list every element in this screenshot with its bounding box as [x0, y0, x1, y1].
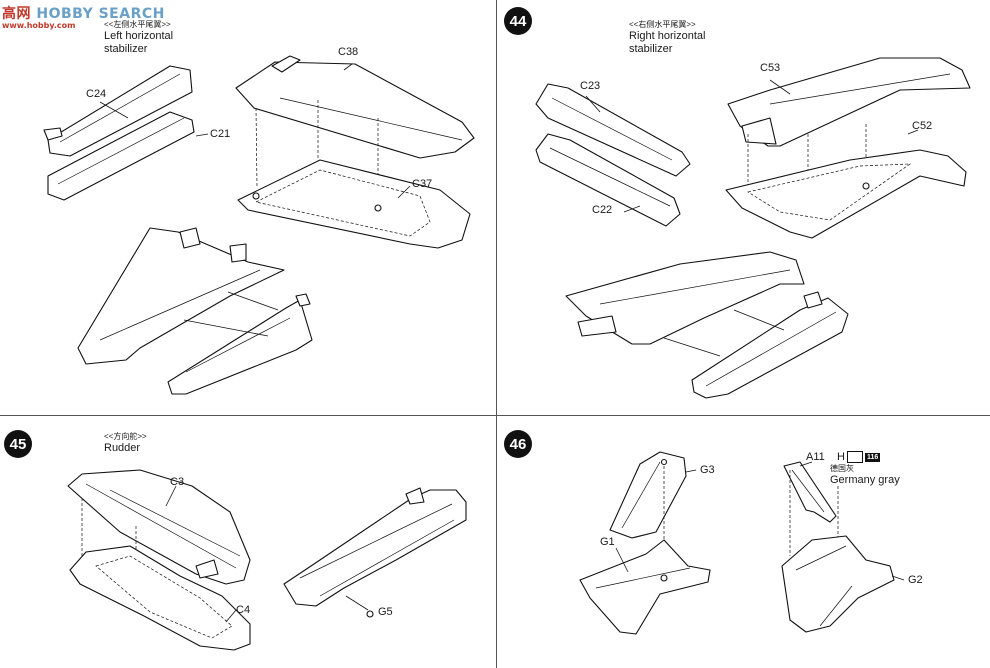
- step-46-badge: 46: [504, 430, 532, 458]
- rudder-drawing: [67, 469, 467, 651]
- watermark-logo: 高网 HOBBY SEARCH www.hobby.com: [2, 6, 165, 30]
- caption-right-stabilizer: <<右侧水平尾翼>> Right horizontal stabilizer: [629, 20, 706, 55]
- part-label-c22: C22: [592, 204, 613, 216]
- part-label-g3: G3: [700, 464, 715, 476]
- right-stabilizer-drawing: [535, 57, 971, 399]
- part-46-drawing: [579, 451, 895, 635]
- panel-divider-horizontal-right: [496, 415, 990, 416]
- part-label-g1: G1: [600, 536, 615, 548]
- paint-name: 德国灰 Germany gray: [830, 464, 900, 486]
- part-label-a11: A11: [806, 451, 825, 463]
- part-label-c37: C37: [412, 178, 433, 190]
- step-45-badge: 45: [4, 430, 32, 458]
- panel-divider-vertical: [496, 0, 497, 668]
- part-label-c23: C23: [580, 80, 601, 92]
- left-stabilizer-drawing: [43, 55, 475, 395]
- part-label-c4: C4: [236, 604, 251, 616]
- paint-code: H 116: [837, 451, 881, 463]
- panel-divider-horizontal-left: [0, 415, 496, 416]
- part-label-g2: G2: [908, 574, 923, 586]
- part-label-g5: G5: [378, 606, 393, 618]
- caption-left-stabilizer: <<左侧水平尾翼>> Left horizontal stabilizer: [104, 20, 174, 55]
- step-44-badge: 44: [504, 7, 532, 35]
- part-label-c38: C38: [338, 46, 359, 58]
- part-label-c21: C21: [210, 128, 231, 140]
- caption-rudder: <<方向舵>> Rudder: [104, 432, 147, 454]
- part-label-c52: C52: [912, 120, 933, 132]
- label-leaders: [99, 63, 919, 623]
- part-label-c53: C53: [760, 62, 781, 74]
- part-label-c24: C24: [86, 88, 107, 100]
- paint-swatch: [846, 451, 863, 463]
- part-label-c3: C3: [170, 476, 185, 488]
